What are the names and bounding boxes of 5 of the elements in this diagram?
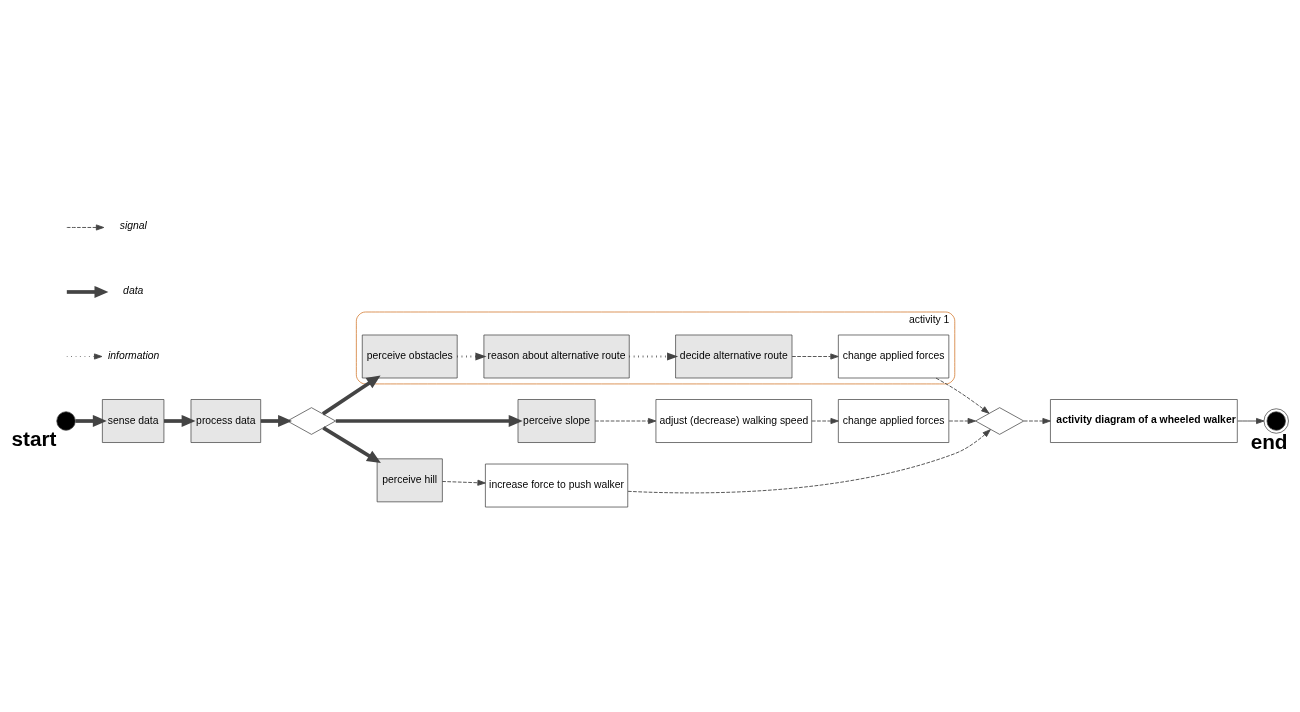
node-label: end	[1250, 429, 1288, 453]
legend-label: data	[123, 284, 144, 296]
node-label: start	[11, 426, 57, 450]
legend-label: information	[107, 349, 160, 360]
legend-label: signal	[119, 219, 147, 231]
